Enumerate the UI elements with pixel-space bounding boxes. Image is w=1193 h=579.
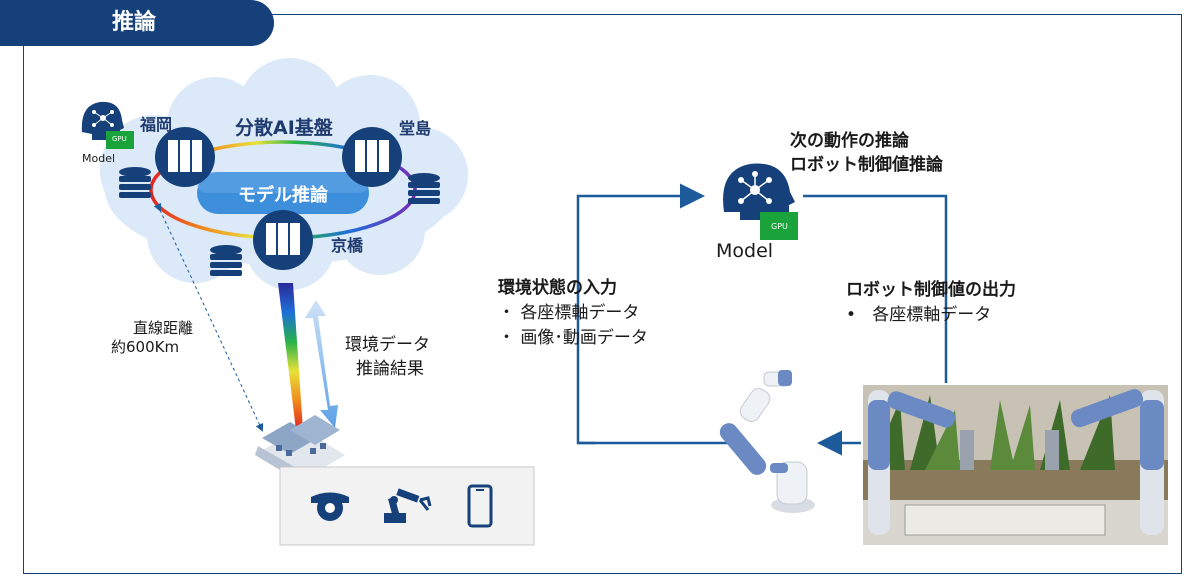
site-label-kyobashi: 京橋 <box>331 236 364 255</box>
gpu-badge-large <box>760 212 798 240</box>
cobot-illustration <box>719 370 815 513</box>
robot-arm-icon <box>384 488 432 523</box>
distance-arrow <box>153 202 264 432</box>
input-item-2: ・ 画像･動画データ <box>498 328 648 348</box>
ai-head-icon-small <box>81 101 124 140</box>
database-icon-1 <box>119 167 151 198</box>
input-title: 環境状態の入力 <box>498 278 617 298</box>
gpu-badge-small <box>106 131 134 149</box>
distance-line2: 約600Km <box>111 338 180 356</box>
database-icon-2 <box>408 173 440 204</box>
output-title: ロボット制御値の出力 <box>846 280 1016 300</box>
inference-title-2: ロボット制御値推論 <box>790 155 943 175</box>
server-icon-dojima <box>342 127 402 187</box>
site-label-fukuoka: 福岡 <box>140 115 173 134</box>
robot-photo <box>863 385 1168 545</box>
transfer-line2: 推論結果 <box>356 359 424 379</box>
output-item-1-text: 各座標軸データ <box>872 305 992 325</box>
section-title: 推論 <box>0 0 274 46</box>
transfer-double-arrow <box>305 300 338 428</box>
gpu-text-small: GPU <box>112 135 127 143</box>
transfer-line1: 環境データ <box>345 335 430 355</box>
inference-label: モデル推論 <box>238 185 328 206</box>
server-icon-fukuoka <box>155 127 215 187</box>
spectrum-beam <box>278 283 303 430</box>
input-item-2-text: 画像･動画データ <box>520 328 648 348</box>
input-item-1-text: 各座標軸データ <box>520 303 640 323</box>
inference-pill-highlight <box>197 172 369 193</box>
input-item-1: ・ 各座標軸データ <box>498 303 640 323</box>
gpu-text-large: GPU <box>771 222 788 231</box>
output-flow-line <box>803 194 948 383</box>
content-frame <box>23 14 1182 574</box>
distance-line1: 直線距離 <box>133 319 194 337</box>
site-label-dojima: 堂島 <box>399 119 432 138</box>
model-label-small: Model <box>82 152 116 165</box>
inference-title-1: 次の動作の推論 <box>790 131 909 151</box>
ai-head-icon-large <box>723 163 795 220</box>
cloud-title: 分散AI基盤 <box>235 117 333 139</box>
camera-icon <box>311 492 349 521</box>
model-label-large: Model <box>716 240 774 262</box>
server-icon-kyobashi <box>253 210 313 270</box>
smartphone-icon <box>467 484 493 528</box>
output-item-1: • 各座標軸データ <box>846 305 992 325</box>
